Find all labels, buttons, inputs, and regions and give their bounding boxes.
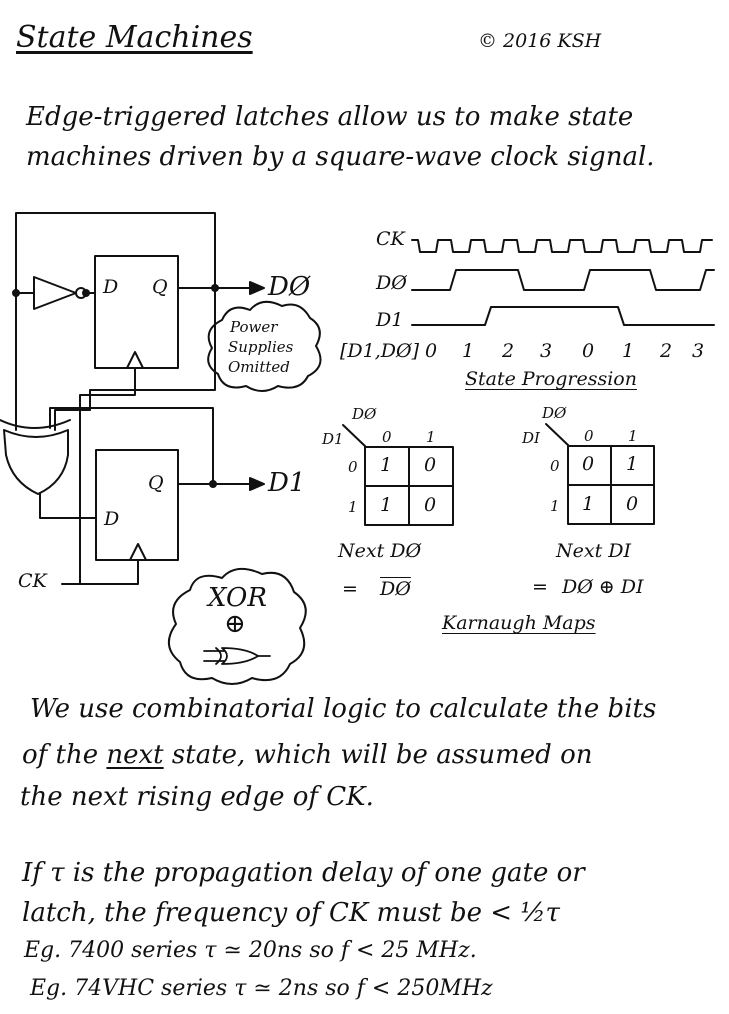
state-vector-label: [D1,DØ] <box>340 340 419 362</box>
kmap-2-cell-00: 0 <box>582 453 595 475</box>
para2-line-2c: state, which will be assumed on <box>171 740 593 770</box>
kmap-2-col-1: 1 <box>628 427 638 445</box>
timing-d1-label: D1 <box>376 309 404 331</box>
kmap-1-col-var: DØ <box>352 405 377 423</box>
kmap-1-cell-01: 0 <box>424 454 437 476</box>
kmap-1-cell-10: 1 <box>380 494 393 516</box>
circuit-wires <box>15 212 251 585</box>
junction-dots <box>12 284 219 488</box>
kmap-2-cell-10: 1 <box>582 493 595 515</box>
kmap-1-cell-11: 0 <box>424 494 437 516</box>
xor-symbol: ⊕ <box>224 609 246 639</box>
kmap-2-cell-01: 1 <box>626 453 639 475</box>
state-1b: 1 <box>622 340 635 362</box>
kmap-1-row-0: 0 <box>348 458 358 476</box>
kmap-1-equals: = <box>342 578 358 600</box>
state-0b: 0 <box>582 340 595 362</box>
para3-line-3: Eg. 7400 series τ ≃ 20ns so f < 25 MHz. <box>24 938 477 963</box>
kmap-1-title: Next DØ <box>338 540 422 562</box>
kmap-1-row-1: 1 <box>348 498 358 516</box>
ff-top-d-label: D <box>103 276 119 298</box>
kmap-2-cell-11: 0 <box>626 493 639 515</box>
para2-line-1: We use combinatorial logic to calculate … <box>30 694 657 724</box>
ff-top-q-label: Q <box>152 276 168 298</box>
kmap-2-row-0: 0 <box>550 457 560 475</box>
kmap-2-col-var: DØ <box>542 404 567 422</box>
ff-bottom-q-label: Q <box>148 472 164 494</box>
ck-waveform <box>411 239 713 253</box>
inverter-icon <box>33 276 87 310</box>
state-2b: 2 <box>660 340 673 362</box>
state-0a: 0 <box>425 340 438 362</box>
state-3a: 3 <box>540 340 553 362</box>
kmap-1-cell-00: 1 <box>380 454 393 476</box>
power-cloud <box>207 300 322 392</box>
para2-line-2a: of the <box>22 740 99 770</box>
kmap-2-grid <box>545 423 655 525</box>
kmap-2-col-0: 0 <box>584 427 594 445</box>
clock-edge-top <box>126 351 144 369</box>
d0-waveform <box>411 269 715 291</box>
kmap-1-grid <box>342 424 454 526</box>
para2-next-word: next <box>106 740 164 770</box>
intro-line-1: Edge-triggered latches allow us to make … <box>26 102 634 132</box>
xor-small-icon <box>203 647 271 665</box>
power-note-line-2: Supplies <box>228 338 294 356</box>
para2-line-2: of the next state, which will be assumed… <box>22 740 593 770</box>
xor-note-label: XOR <box>208 583 267 613</box>
d0-arrow <box>249 281 265 295</box>
kmap-2-equals: = <box>532 576 548 598</box>
state-machine-diagram <box>0 212 715 685</box>
timing-d0-label: DØ <box>376 272 407 294</box>
xor-gate-icon <box>0 419 71 495</box>
kmap-2-title: Next DI <box>556 540 631 562</box>
page-title: State Machines <box>16 20 253 55</box>
para3-line-2: latch, the frequency of CK must be < ½τ <box>22 898 560 928</box>
copyright-note: © 2016 KSH <box>478 30 602 52</box>
flip-flop-top <box>94 255 179 369</box>
kmaps-caption: Karnaugh Maps <box>442 612 596 634</box>
d1-arrow <box>249 477 265 491</box>
output-d1-label: D1 <box>268 468 306 498</box>
kmap-1-row-var: D1 <box>322 430 344 448</box>
para3-line-1: If τ is the propagation delay of one gat… <box>22 858 585 888</box>
power-note-line-3: Omitted <box>228 358 290 376</box>
power-note-line-1: Power <box>230 318 278 336</box>
para2-line-3: the next rising edge of CK. <box>20 782 374 812</box>
state-progression-caption: State Progression <box>465 368 637 390</box>
state-2a: 2 <box>502 340 515 362</box>
output-d0-label: DØ <box>268 272 311 302</box>
timing-ck-label: CK <box>376 228 405 250</box>
d1-waveform <box>411 306 715 326</box>
xor-cloud <box>168 567 307 685</box>
kmap-1-formula: DØ <box>380 578 411 600</box>
kmap-1-col-0: 0 <box>382 428 392 446</box>
kmap-2-row-var: DI <box>522 429 540 447</box>
clock-edge-bottom <box>129 543 147 561</box>
para3-line-4: Eg. 74VHC series τ ≃ 2ns so f < 250MHz <box>30 976 493 1001</box>
ff-bottom-d-label: D <box>104 508 120 530</box>
clock-input-label: CK <box>18 570 47 592</box>
kmap-2-formula: DØ ⊕ DI <box>562 576 644 598</box>
kmap-2-row-1: 1 <box>550 497 560 515</box>
state-3b: 3 <box>692 340 705 362</box>
state-1a: 1 <box>462 340 475 362</box>
kmap-1-col-1: 1 <box>426 428 436 446</box>
flip-flop-bottom <box>95 449 179 561</box>
intro-line-2: machines driven by a square-wave clock s… <box>26 142 655 172</box>
